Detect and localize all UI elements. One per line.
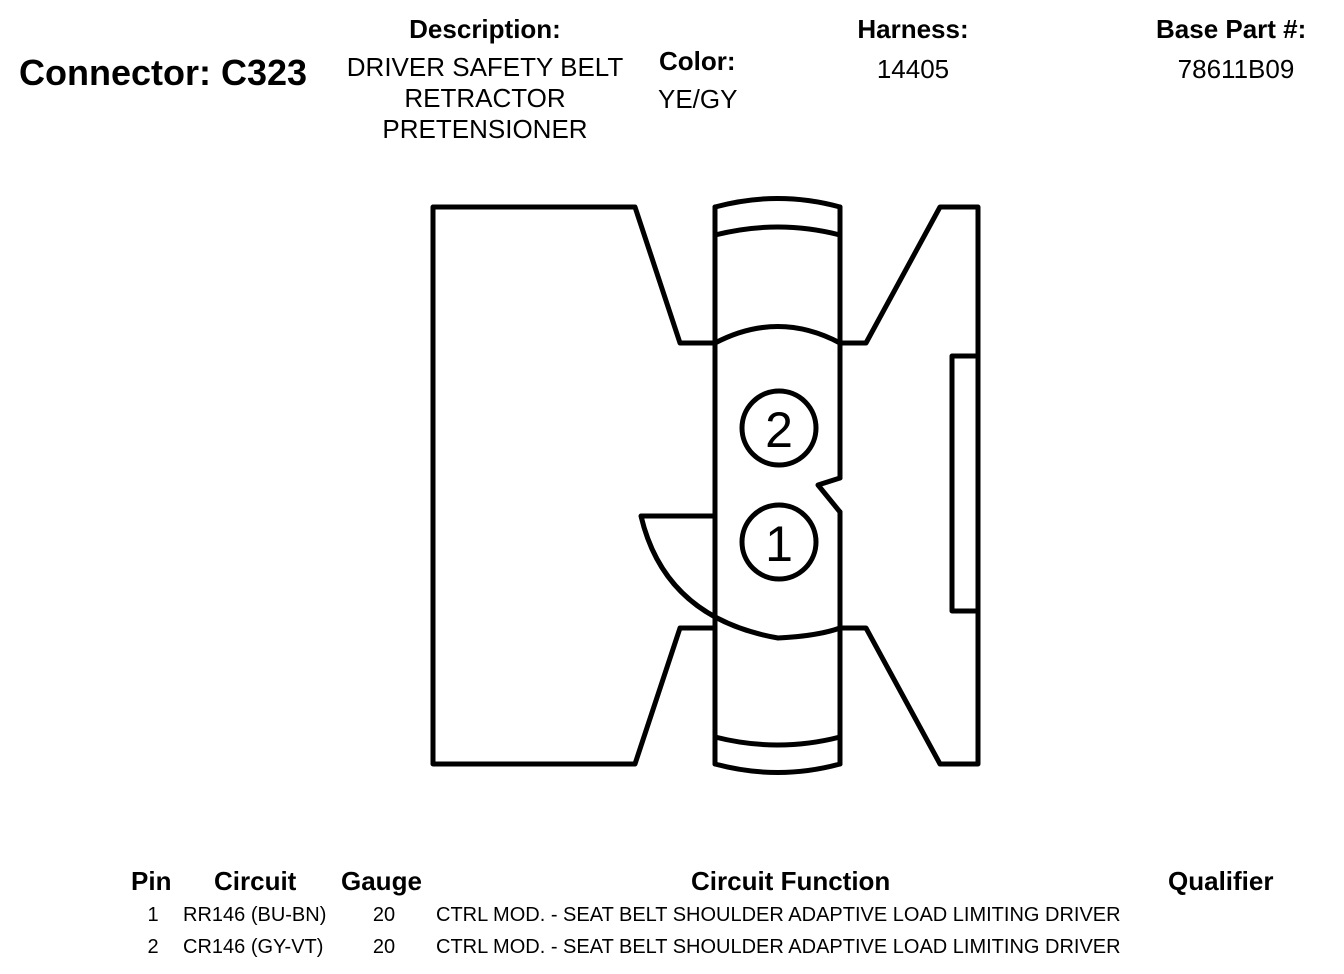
row-2-function: CTRL MOD. - SEAT BELT SHOULDER ADAPTIVE …	[436, 936, 1121, 958]
upper-arc	[712, 324, 843, 346]
top-cap-outer	[712, 196, 843, 210]
col-header-gauge: Gauge	[341, 866, 422, 896]
pin-2-number: 2	[765, 402, 793, 458]
base-part-value: 78611B09	[1177, 54, 1295, 84]
bottom-cap-inner	[712, 734, 843, 748]
col-header-circuit: Circuit	[214, 866, 297, 896]
bottom-cap-outer	[712, 761, 843, 775]
color-label: Color:	[659, 46, 736, 76]
top-cap-inner	[712, 224, 843, 238]
description-line-1: DRIVER SAFETY BELT	[346, 52, 624, 82]
right-housing-outline	[837, 204, 981, 767]
description-value: DRIVER SAFETY BELT RETRACTOR PRETENSIONE…	[330, 52, 640, 145]
row-2-circuit: CR146 (GY-VT)	[183, 936, 324, 958]
connector-title: Connector: C323	[19, 52, 308, 93]
col-header-qualifier: Qualifier	[1168, 866, 1274, 896]
lower-pie-key	[638, 472, 843, 641]
pin-cavity-1: 1	[739, 502, 819, 582]
right-latch	[949, 353, 981, 614]
row-2-pin: 2	[147, 936, 159, 958]
color-value: YE/GY	[658, 84, 738, 114]
description-label: Description:	[409, 14, 561, 44]
pin-cavity-2: 2	[739, 388, 819, 468]
row-1-pin: 1	[147, 904, 159, 926]
col-header-function: Circuit Function	[691, 866, 891, 896]
col-header-pin: Pin	[131, 866, 172, 896]
left-housing-outline	[430, 204, 718, 767]
row-2-gauge: 20	[372, 936, 396, 958]
description-line-2: RETRACTOR	[404, 83, 566, 113]
harness-value: 14405	[876, 54, 950, 84]
base-part-label: Base Part #:	[1156, 14, 1307, 44]
pin-notch	[815, 475, 843, 515]
harness-label: Harness:	[857, 14, 969, 44]
row-1-gauge: 20	[372, 904, 396, 926]
pin-1-number: 1	[765, 516, 793, 572]
row-1-circuit: RR146 (BU-BN)	[183, 904, 327, 926]
row-1-function: CTRL MOD. - SEAT BELT SHOULDER ADAPTIVE …	[436, 904, 1121, 926]
description-line-3: PRETENSIONER	[382, 114, 588, 144]
